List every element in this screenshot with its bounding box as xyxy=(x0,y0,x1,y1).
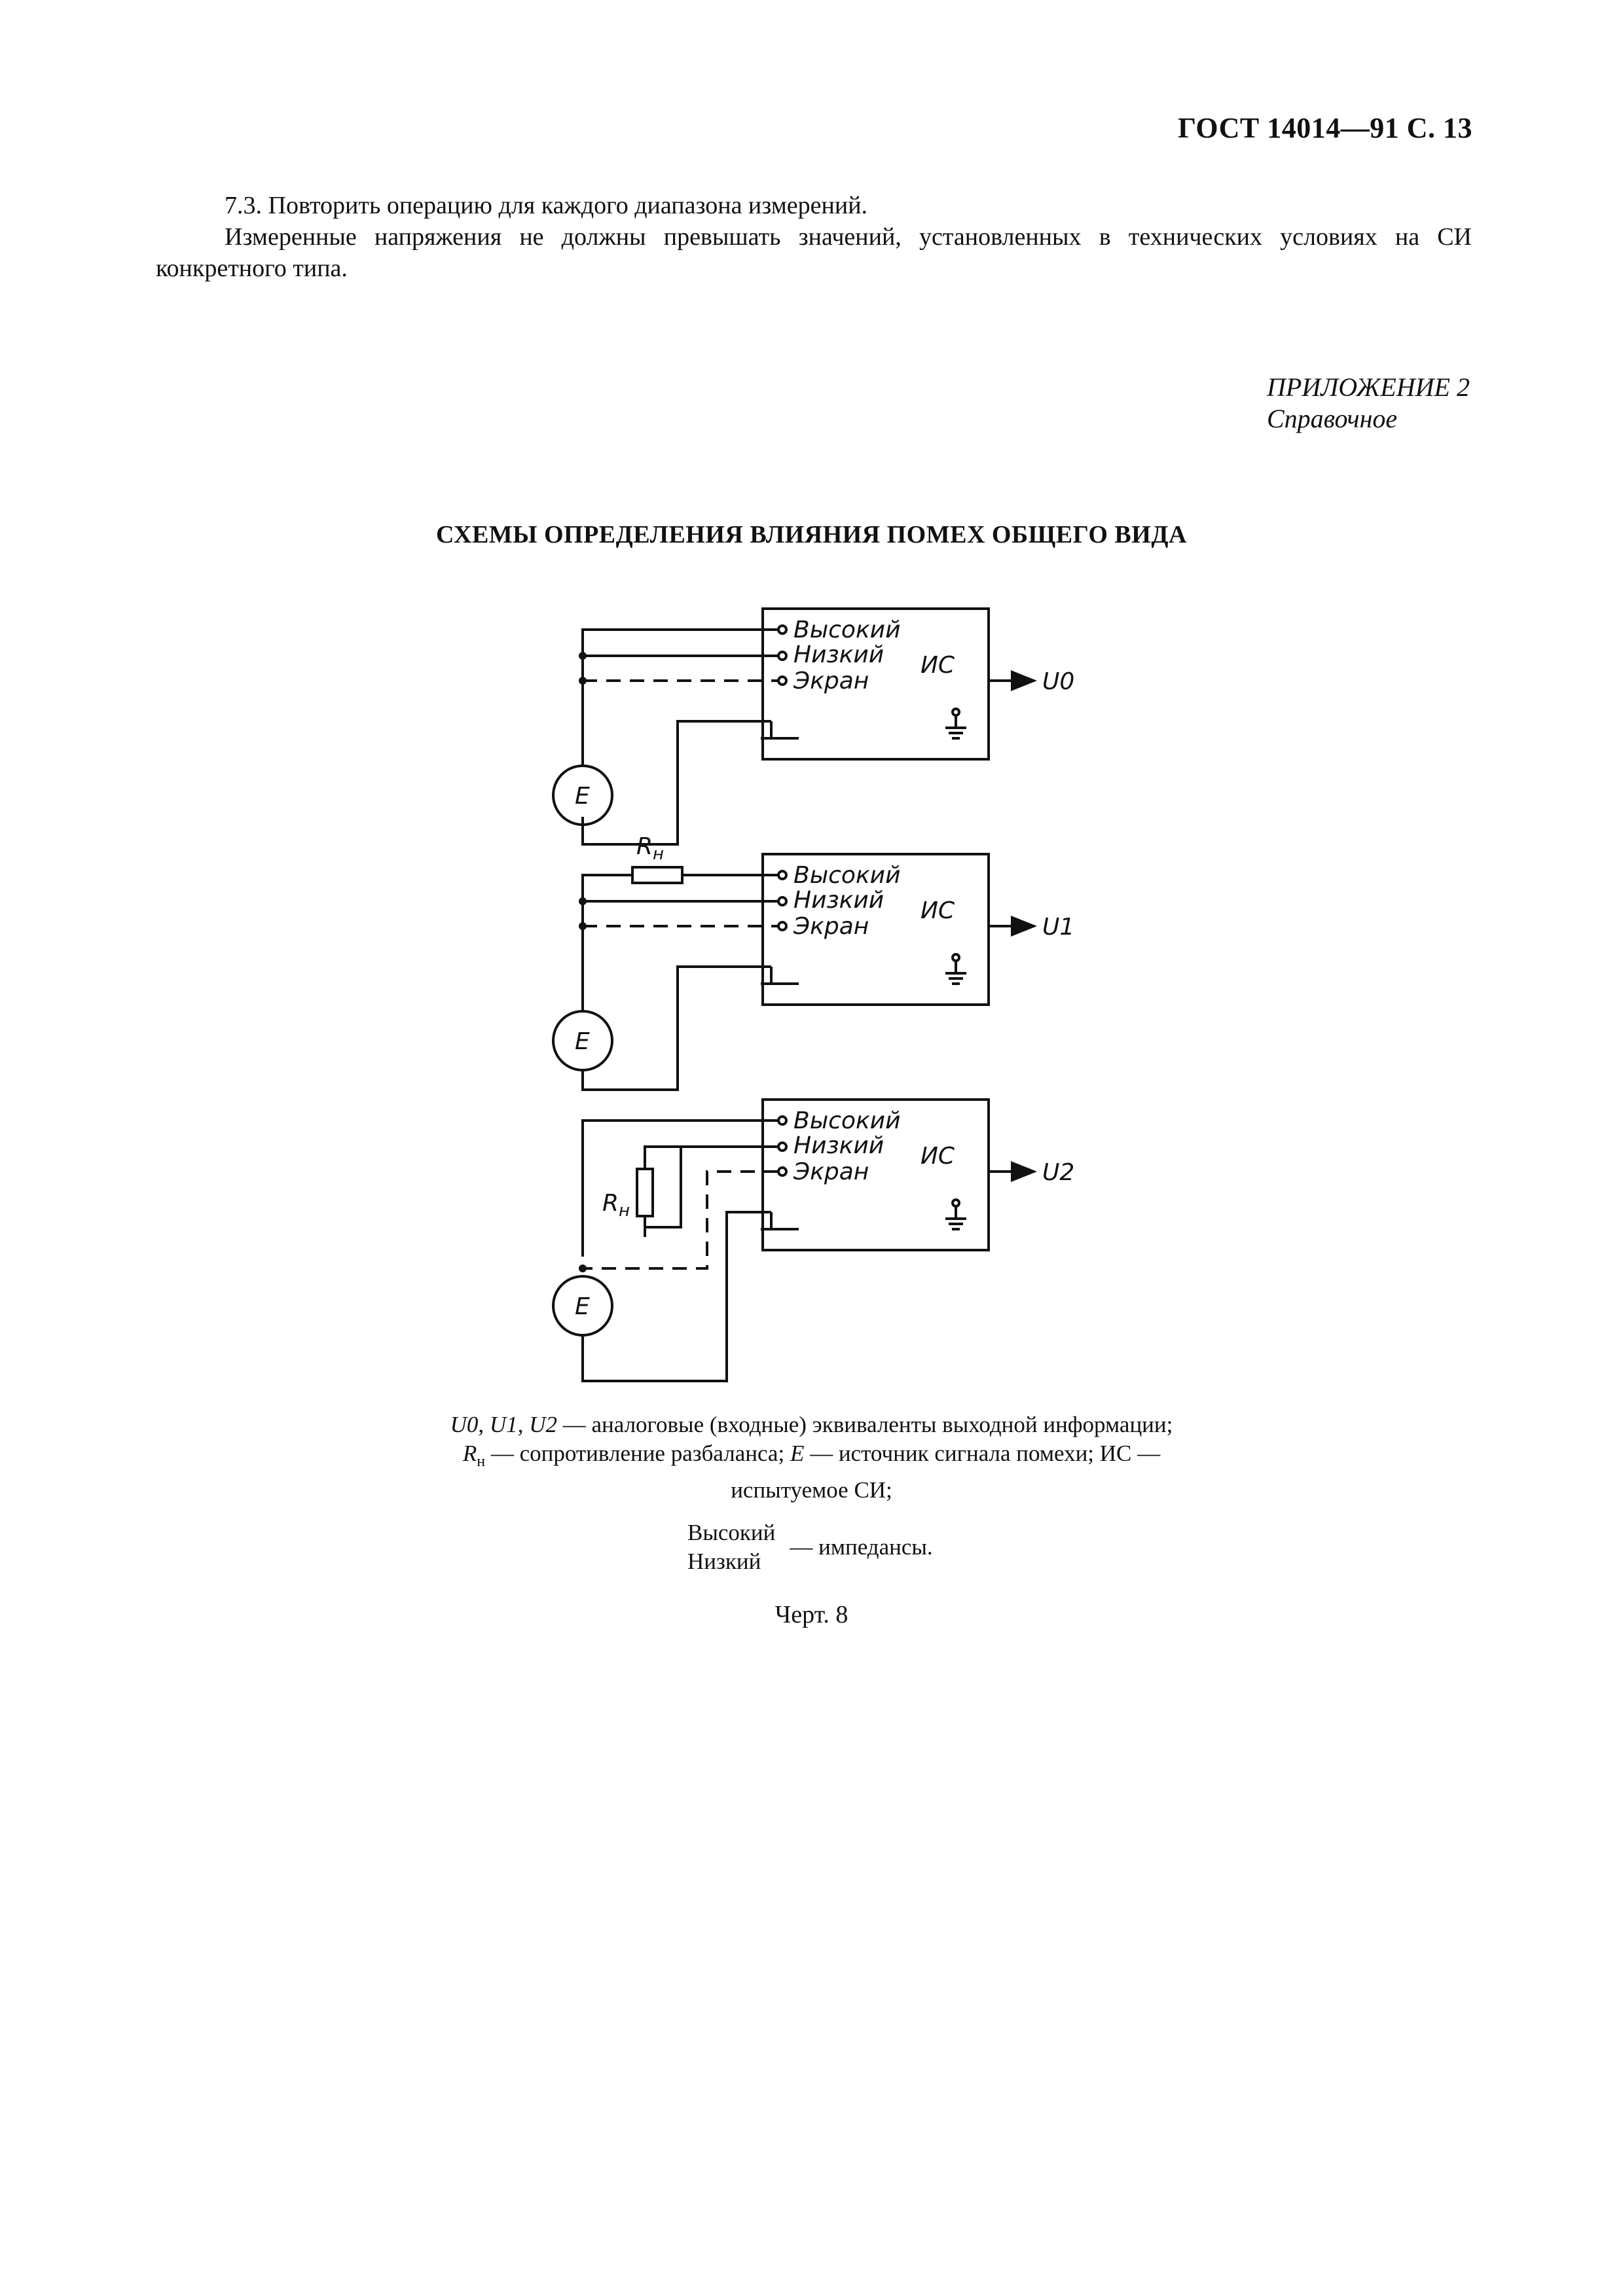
terminal-low xyxy=(777,651,788,661)
terminal-high xyxy=(777,624,788,635)
internal-ground xyxy=(761,1212,799,1230)
label-low: Низкий xyxy=(793,641,884,668)
device-label: ИС xyxy=(921,897,955,924)
device-box xyxy=(761,853,990,1006)
label-high: Высокий xyxy=(793,617,900,643)
circuit-diagram: E Высокий Низкий Экран ИС U0 xyxy=(552,607,1074,1382)
resistor-rn xyxy=(636,1168,654,1217)
scheme-2: Rн E Высокий Низкий Экран ИС U1 xyxy=(552,833,1074,1091)
legend-line-3: испытуемое СИ; xyxy=(731,1477,892,1503)
junction-dot xyxy=(579,1265,587,1272)
label-screen: Экран xyxy=(793,1158,869,1185)
terminal-high xyxy=(777,1115,788,1126)
source-e-label: E xyxy=(575,1028,590,1055)
device-label: ИС xyxy=(921,652,955,679)
resistor-label: Rн xyxy=(602,1190,630,1221)
label-low: Низкий xyxy=(793,887,884,914)
source-e-label: E xyxy=(575,1293,590,1320)
terminal-screen xyxy=(777,675,788,686)
terminal-low xyxy=(777,896,788,906)
figure-caption: Черт. 8 xyxy=(775,1601,848,1628)
paragraph-7-3: 7.3. Повторить операцию для каждого диап… xyxy=(225,192,868,219)
output-label-u1: U1 xyxy=(1042,914,1074,941)
wire-high xyxy=(581,1119,778,1257)
internal-ground xyxy=(761,721,799,740)
impedance-note: Высокий Низкий — импедансы. xyxy=(687,1518,933,1576)
paragraph-voltage-limits: Измеренные напряжения не должны превышат… xyxy=(156,223,1472,282)
source-e-label: E xyxy=(575,783,590,810)
junction-dot xyxy=(579,677,587,685)
label-screen: Экран xyxy=(793,668,869,694)
terminal-high xyxy=(777,870,788,880)
resistor-rn xyxy=(631,866,684,884)
resistor-label: Rн xyxy=(636,833,664,864)
label-high: Высокий xyxy=(793,1107,900,1134)
wire-low xyxy=(644,1145,778,1169)
earth-icon xyxy=(945,1198,966,1230)
impedance-high: Высокий xyxy=(687,1520,776,1545)
wire-high xyxy=(581,628,778,766)
appendix-block: ПРИЛОЖЕНИЕ 2 Справочное xyxy=(1267,372,1470,435)
page-header: ГОСТ 14014—91 С. 13 xyxy=(1177,112,1472,144)
label-low: Низкий xyxy=(793,1132,884,1159)
legend-line-1: U0, U1, U2 — аналоговые (входные) эквива… xyxy=(450,1412,1173,1437)
figure-legend: U0, U1, U2 — аналоговые (входные) эквива… xyxy=(0,1410,1623,1505)
terminal-low xyxy=(777,1141,788,1152)
legend-line-2: Rн — сопротивление разбаланса; E — источ… xyxy=(462,1441,1161,1470)
label-screen: Экран xyxy=(793,913,869,940)
internal-ground xyxy=(761,967,799,985)
output-label-u2: U2 xyxy=(1042,1159,1074,1186)
scheme-3: Rн E Высокий Низкий Экран ИС U2 xyxy=(552,1098,1074,1382)
output-label-u0: U0 xyxy=(1042,668,1074,695)
section-title: СХЕМЫ ОПРЕДЕЛЕНИЯ ВЛИЯНИЯ ПОМЕХ ОБЩЕГО В… xyxy=(436,521,1187,548)
appendix-label: ПРИЛОЖЕНИЕ 2 xyxy=(1267,372,1470,402)
impedance-low: Низкий xyxy=(687,1549,761,1574)
device-box xyxy=(761,607,990,761)
earth-icon xyxy=(945,708,966,740)
wire-return xyxy=(581,1211,771,1382)
terminal-screen xyxy=(777,921,788,931)
appendix-status: Справочное xyxy=(1267,404,1398,433)
label-high: Высокий xyxy=(793,862,900,889)
scheme-1: E Высокий Низкий Экран ИС U0 xyxy=(552,607,1074,846)
device-box xyxy=(761,1098,990,1251)
wire-screen xyxy=(583,1170,778,1270)
wire-return xyxy=(581,965,771,1091)
impedance-text: — импедансы. xyxy=(790,1534,933,1560)
device-label: ИС xyxy=(921,1143,955,1170)
junction-dot xyxy=(579,652,587,660)
terminal-screen xyxy=(777,1166,788,1177)
wire-return xyxy=(581,720,771,846)
earth-icon xyxy=(945,953,966,985)
